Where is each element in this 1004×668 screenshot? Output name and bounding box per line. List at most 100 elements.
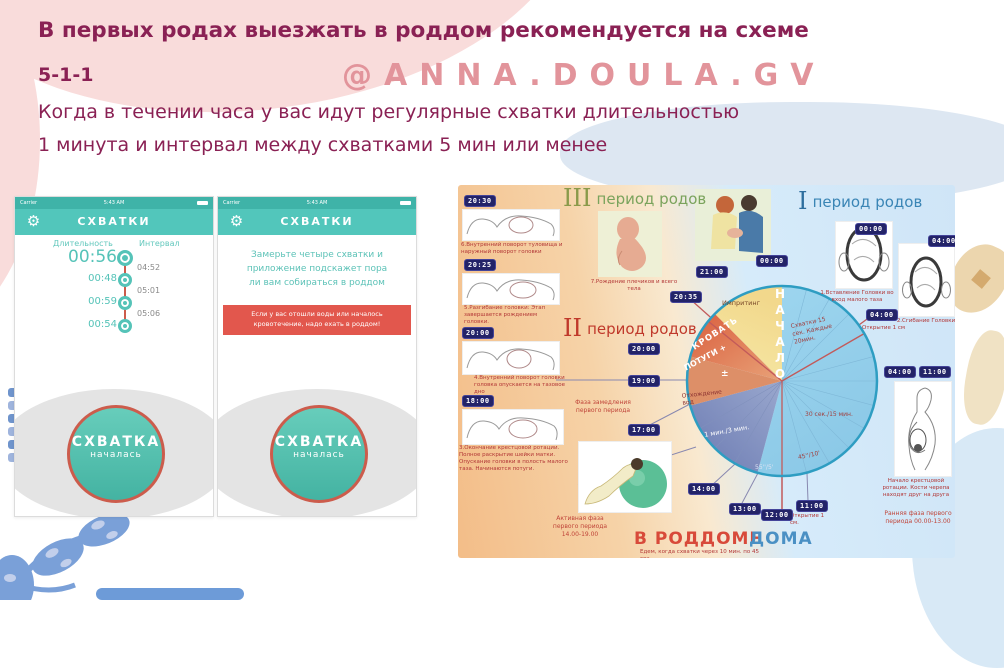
instruction-text: Замерьте четыре схватки и приложение под… [246,250,388,288]
home-label: ДОМА [749,529,813,549]
time-badge-1800: 18:00 [462,395,494,407]
rule-511: 5-1-1 [38,64,94,86]
pelvis-sketch-stage5 [462,273,560,305]
carrier-label: Carrier [20,200,38,206]
stage3-caption: 3.Окончание крестцовой ротации. Полное р… [459,445,568,473]
period2-numeral: II [563,314,582,342]
start-button-line2: началась [90,450,142,460]
app-title: СХВАТКИ [77,215,151,228]
time-badge-1400: 14:00 [688,483,720,495]
family-sketch [695,189,771,261]
dial-rate4-label: 55''/5' [755,464,774,471]
watermark: @ANNA.DOULA.GV [342,58,826,93]
carrier-label: Carrier [223,200,241,206]
timeline-dot[interactable] [118,273,132,287]
time-badge-1700: 17:00 [628,424,660,436]
early-phase-label: Ранняя фаза первого периода 00.00-13.00 [884,510,952,526]
woman-on-ball-sketch [578,441,672,513]
duration-value: 00:54 [88,319,117,330]
period1-label: период родов [812,193,923,211]
battery-icon [197,201,208,205]
duration-value: 00:59 [88,296,117,307]
time-badge-2035: 20:35 [670,291,702,303]
period2-label: период родов [587,320,697,338]
pregnant-profile-sketch [894,381,952,477]
period3-title: III период родов [563,186,706,210]
time-badge-1100-bottom: 11:00 [796,500,828,512]
app-header: ⚙ СХВАТКИ [218,209,416,235]
duration-value: 00:48 [88,273,117,284]
pelvis-sketch-stage4 [462,341,560,375]
timeline-dot[interactable] [117,250,133,266]
column-duration: Длительность [53,239,113,248]
labor-clock-dial [685,284,879,478]
time-badge-2100: 21:00 [696,266,728,278]
blue-branch-decor [0,513,130,600]
time-badge-0400-dial: 04:00 [866,309,898,321]
labor-clock-infographic: НАЧАЛО Импритинг КРОВАТЬ ПОТУГИ + ± Отхо… [458,185,955,558]
beige-decor-3 [958,327,1004,428]
blue-bar-decor [96,588,244,600]
time-badge-0400-bottom: 04:00 [884,366,916,378]
time-badge-2025: 20:25 [464,259,496,271]
column-interval: Интервал [139,239,180,248]
pelvis-sketch-stage3 [462,409,564,445]
stage6-caption: 6.Внутренний поворот туловища и наружный… [461,242,563,256]
newborn-sketch [598,211,662,277]
page-title: В первых родах выезжать в роддом рекомен… [38,18,809,43]
status-time: 5:43 AM [103,200,125,206]
contraction-start-button[interactable]: СХВАТКА началась [67,405,165,503]
status-bar: Carrier 5:43 AM [218,197,416,209]
phone-screenshot-info: Carrier 5:43 AM ⚙ СХВАТКИ Замерьте четыр… [217,196,417,517]
start-button-line1: СХВАТКА [71,434,161,450]
warning-banner: Если у вас отошли воды или началось кров… [223,305,411,335]
deceleration-phase-label: Фаза замедления первого периода [575,399,631,415]
period3-numeral: III [563,185,592,212]
time-badge-2000-dial: 20:00 [628,343,660,355]
hospital-label: В РОДДОМЕ [634,529,763,549]
period1-numeral: I [798,187,808,215]
time-badge-2030: 20:30 [464,195,496,207]
stage7-caption: 7.Рождение плечиков и всего тела [590,279,678,293]
timeline-dot[interactable] [118,319,132,333]
interval-value: 04:52 [137,263,161,272]
opening-1cm-label: Открытие 1 см [862,325,906,331]
time-badge-2000-left: 20:00 [462,327,494,339]
start-button-line2: началась [293,450,345,460]
interval-value: 05:01 [137,286,161,295]
time-badge-0000-right: 00:00 [855,223,887,235]
dial-rate2-label: 30 сек./15 мин. [805,411,853,418]
period3-label: период родов [596,190,707,208]
pelvis-sketch-stage6 [462,209,560,241]
contraction-start-button[interactable]: СХВАТКА началась [270,405,368,503]
app-title: СХВАТКИ [280,215,354,228]
phone-screenshot-timer: Carrier 5:43 AM ⚙ СХВАТКИ Длительность И… [14,196,214,517]
sacral-rotation-caption: Начало крестцовой ротации. Кости черепа … [882,478,950,499]
timeline [124,255,126,329]
active-phase-label: Активная фаза первого периода 14.00-19.0… [552,515,608,539]
time-badge-0400-top: 04:00 [928,235,955,247]
status-time: 5:43 AM [306,200,328,206]
subtitle-line2: 1 минута и интервал между схватками 5 ми… [38,134,608,156]
stage4-caption: 4.Внутренний поворот головки головка опу… [474,375,565,396]
time-badge-1100-right: 11:00 [919,366,951,378]
duration-value: 00:56 [68,247,117,267]
stage5-caption: 5.Разгибание головки: Этап завершается р… [464,305,546,326]
time-badge-0000-top: 00:00 [756,255,788,267]
opening-1cm-bottom-label: Открытие 1 см. [790,513,825,527]
status-bar: Carrier 5:43 AM [15,197,213,209]
time-badge-1900: 19:00 [628,375,660,387]
time-badge-1200: 12:00 [761,509,793,521]
time-badge-1300: 13:00 [729,503,761,515]
gear-icon[interactable]: ⚙ [229,212,244,230]
subtitle-line1: Когда в течении часа у вас идут регулярн… [38,101,740,123]
dial-imprinting-label: Импритинг [722,299,761,307]
gear-icon[interactable]: ⚙ [26,212,41,230]
hospital-note: Едем, когда схватки через 10 мин. по 45 … [640,549,759,558]
head-flexion-sketch [898,243,955,317]
timeline-dot[interactable] [118,296,132,310]
app-header: ⚙ СХВАТКИ [15,209,213,235]
battery-icon [400,201,411,205]
dial-start-label: НАЧАЛО [773,287,787,383]
start-button-line1: СХВАТКА [274,434,364,450]
